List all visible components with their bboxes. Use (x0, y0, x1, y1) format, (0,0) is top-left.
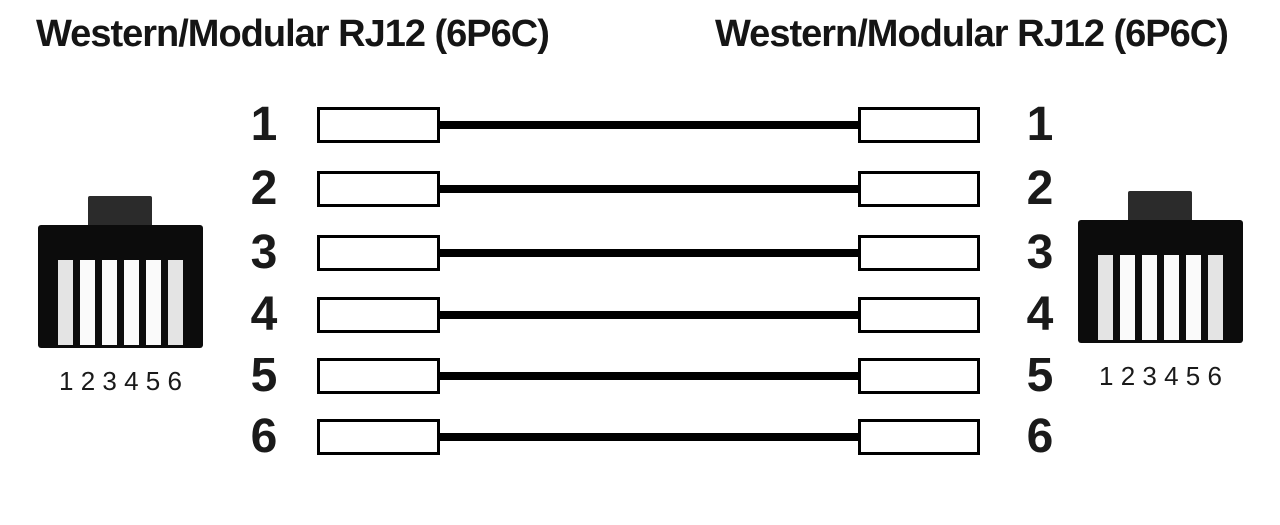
wire (437, 433, 861, 441)
wire (437, 249, 861, 257)
left-pin-number: 4 (250, 288, 278, 341)
jack-pin-slot (58, 260, 73, 345)
right-connector-title: Western/Modular RJ12 (6P6C) (715, 13, 1229, 55)
left-pin-box (317, 297, 440, 333)
left-pin-box (317, 107, 440, 143)
left-connector-title: Western/Modular RJ12 (6P6C) (36, 13, 550, 55)
left-pin-number: 1 (250, 98, 278, 151)
right-pin-number: 6 (1026, 410, 1054, 463)
right-pin-box (858, 297, 980, 333)
right-pin-number: 2 (1026, 162, 1054, 215)
jack-body (1078, 220, 1243, 343)
right-pin-box (858, 107, 980, 143)
wire-row-1: 1 1 (0, 94, 1280, 156)
rj12-jack-right: 1 2 3 4 5 6 (1078, 191, 1243, 391)
jack-pin-slot (1164, 255, 1179, 340)
left-pin-box (317, 358, 440, 394)
jack-clip-tab (1128, 191, 1192, 222)
jack-pin-slots (58, 260, 183, 345)
jack-pin-slot (1098, 255, 1113, 340)
wire-row-6: 6 6 (0, 406, 1280, 468)
left-pin-box (317, 171, 440, 207)
wire-row-5: 5 5 (0, 345, 1280, 407)
wire (437, 121, 861, 129)
rj12-jack-left: 1 2 3 4 5 6 (38, 196, 203, 396)
left-pin-number: 3 (250, 226, 278, 279)
left-pin-number: 5 (250, 349, 278, 402)
jack-pin-numbers: 1 2 3 4 5 6 (59, 366, 182, 396)
jack-pin-slot (146, 260, 161, 345)
wire (437, 372, 861, 380)
left-pin-number: 2 (250, 162, 278, 215)
jack-pin-slot (102, 260, 117, 345)
wire (437, 185, 861, 193)
wire (437, 311, 861, 319)
jack-pin-slot (1208, 255, 1223, 340)
jack-pin-slot (1120, 255, 1135, 340)
left-pin-number: 6 (250, 410, 278, 463)
right-pin-number: 1 (1026, 98, 1054, 151)
jack-pin-slot (168, 260, 183, 345)
wire-row-4: 4 4 (0, 284, 1280, 346)
right-pin-box (858, 419, 980, 455)
right-pin-box (858, 235, 980, 271)
jack-pin-numbers: 1 2 3 4 5 6 (1099, 361, 1222, 391)
left-pin-box (317, 419, 440, 455)
right-pin-number: 3 (1026, 226, 1054, 279)
wire-row-3: 3 3 (0, 222, 1280, 284)
jack-body (38, 225, 203, 348)
right-pin-number: 4 (1026, 288, 1054, 341)
right-pin-box (858, 358, 980, 394)
jack-pin-slot (1186, 255, 1201, 340)
jack-pin-slots (1098, 255, 1223, 340)
right-pin-box (858, 171, 980, 207)
jack-pin-slot (124, 260, 139, 345)
jack-clip-tab (88, 196, 152, 227)
jack-pin-slot (80, 260, 95, 345)
wire-row-2: 2 2 (0, 158, 1280, 220)
left-pin-box (317, 235, 440, 271)
jack-pin-slot (1142, 255, 1157, 340)
right-pin-number: 5 (1026, 349, 1054, 402)
